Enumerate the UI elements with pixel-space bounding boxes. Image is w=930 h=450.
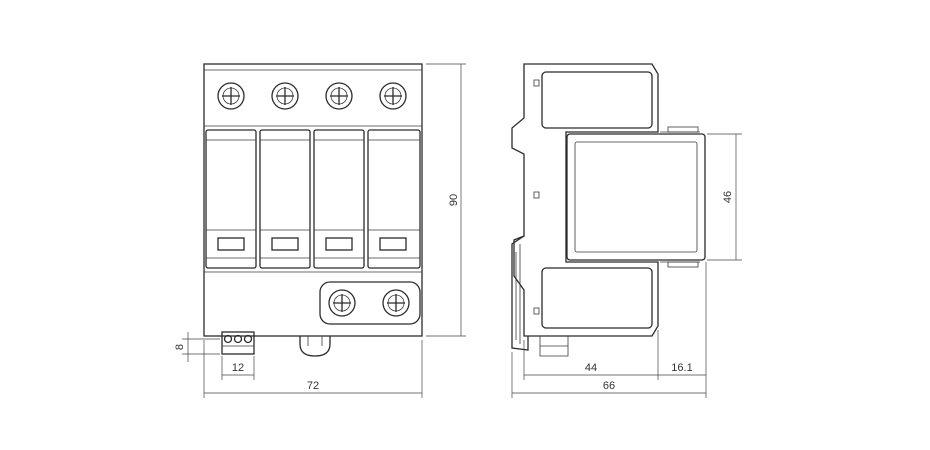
dimension-label: 90	[448, 194, 460, 206]
screw-icon	[328, 289, 356, 317]
dimension-front-protrusion: 16.1	[658, 362, 706, 376]
side-view: 66 44 16.1 46	[511, 63, 742, 398]
dimension-depth: 66	[511, 262, 707, 398]
top-terminal-screws	[217, 82, 407, 110]
screw-icon	[379, 82, 407, 110]
dimension-label: 8	[174, 344, 186, 350]
screw-icon	[217, 82, 245, 110]
pluggable-modules	[205, 129, 421, 269]
dimension-label: 16.1	[671, 362, 692, 374]
dimension-label: 66	[603, 380, 615, 392]
dimension-label: 12	[232, 362, 244, 374]
module	[205, 129, 257, 269]
status-window	[325, 237, 353, 251]
dimension-label: 72	[307, 380, 319, 392]
dimension-height: 90	[426, 63, 466, 337]
screw-icon	[271, 82, 299, 110]
side-view-outline	[511, 63, 659, 337]
status-window	[217, 237, 245, 251]
bottom-terminal-block	[319, 281, 421, 325]
din-clip	[299, 336, 331, 357]
module	[313, 129, 365, 269]
front-face	[566, 133, 706, 261]
front-view: 72 90 12 8	[174, 63, 466, 398]
lower-housing-panel	[541, 267, 653, 329]
module	[259, 129, 311, 269]
dimension-terminal-height: 8	[174, 332, 220, 362]
front-view-outline	[203, 63, 423, 337]
remote-signal-connector	[221, 331, 255, 355]
screw-icon	[382, 289, 410, 317]
dimension-body-depth: 44	[523, 330, 659, 380]
module	[367, 129, 421, 269]
status-window	[379, 237, 407, 251]
dimension-terminal-pitch: 12	[221, 356, 255, 380]
screw-icon	[325, 82, 353, 110]
dimension-width: 72	[203, 340, 423, 398]
dimension-label: 46	[722, 191, 734, 203]
upper-housing-panel	[541, 71, 653, 129]
dimension-label: 44	[585, 362, 597, 374]
status-window	[271, 237, 299, 251]
din-clip-side	[511, 235, 529, 351]
dimension-front-face-height: 46	[707, 133, 742, 261]
